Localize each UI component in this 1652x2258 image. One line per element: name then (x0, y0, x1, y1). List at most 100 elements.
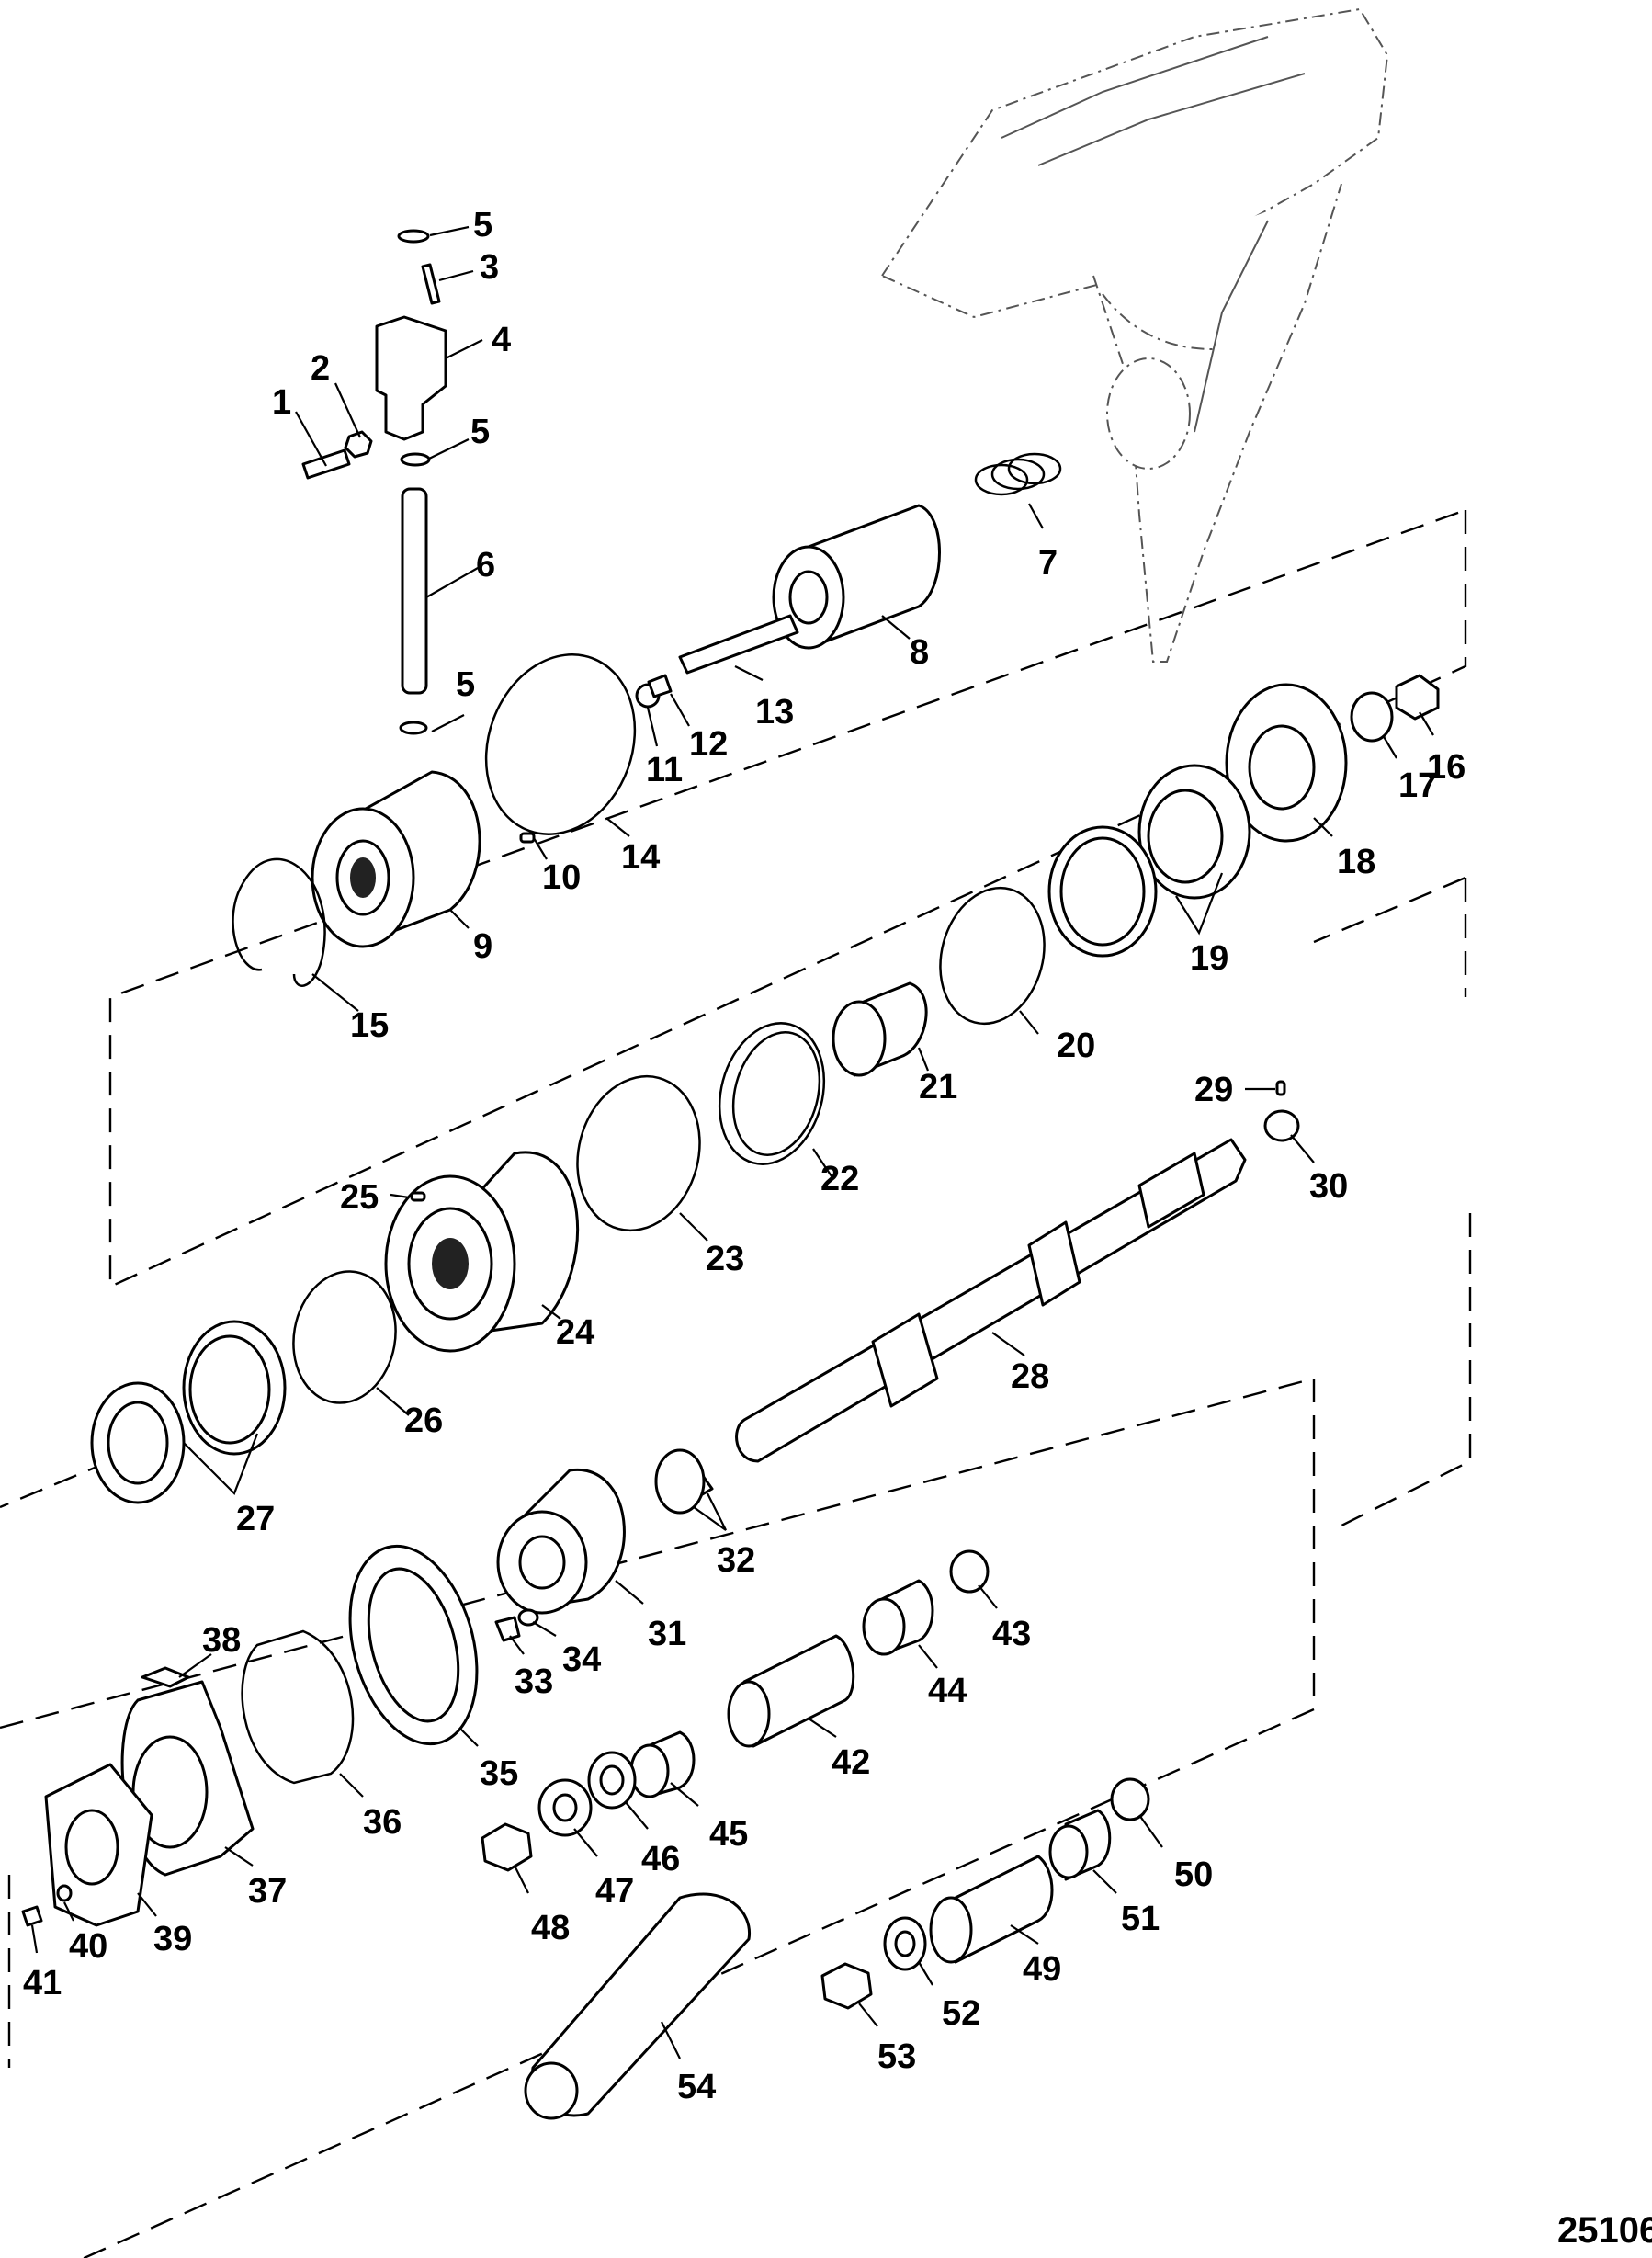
spring-30 (1263, 1109, 1300, 1142)
callout-33: 33 (515, 1662, 553, 1701)
figure-number: 25106 (1557, 2210, 1652, 2251)
callout-39: 39 (153, 1920, 192, 1958)
ring-50 (1110, 1777, 1150, 1821)
callout-5b: 5 (470, 413, 490, 451)
callout-27: 27 (236, 1500, 275, 1538)
callout-1: 1 (272, 383, 291, 422)
callout-31: 31 (648, 1615, 686, 1653)
callout-45: 45 (709, 1815, 748, 1854)
screw-41 (21, 1905, 43, 1927)
bushing-42 (742, 1634, 855, 1748)
middle-assembly-parts (90, 1022, 1300, 1504)
lower-assembly-parts (21, 1448, 1150, 2120)
callout-5c: 5 (456, 665, 475, 704)
callout-28: 28 (1011, 1357, 1049, 1396)
shift-block-4 (375, 315, 447, 441)
ring-22 (718, 1022, 826, 1165)
callout-5a: 5 (473, 206, 492, 244)
callout-6: 6 (476, 546, 495, 584)
ring-43 (949, 1549, 990, 1594)
callout-47: 47 (595, 1872, 634, 1911)
o-ring-5-top (397, 229, 430, 244)
callout-22: 22 (820, 1160, 859, 1198)
gasket-36 (241, 1629, 355, 1785)
seal-38 (141, 1666, 190, 1688)
callout-41: 41 (23, 1964, 62, 2003)
callout-labels: 5 3 4 1 2 5 6 7 8 5 13 11 12 14 10 9 15 … (23, 206, 1465, 2106)
callout-12: 12 (689, 725, 728, 764)
callout-46: 46 (641, 1840, 680, 1878)
shift-shaft-6 (401, 487, 428, 695)
o-ring-14 (484, 653, 637, 835)
retaining-ring-15 (242, 857, 326, 987)
o-ring-20 (939, 886, 1046, 1026)
callout-52: 52 (942, 1994, 980, 2033)
callout-14: 14 (621, 838, 660, 877)
callout-32: 32 (717, 1541, 755, 1580)
gearcase-housing-outline (880, 7, 1389, 663)
callout-34: 34 (562, 1640, 601, 1679)
callout-7: 7 (1038, 544, 1058, 583)
callout-10: 10 (542, 858, 581, 897)
callout-54: 54 (677, 2068, 716, 2106)
callout-8: 8 (910, 633, 929, 672)
pin-29 (1275, 1080, 1286, 1096)
callout-16: 16 (1427, 748, 1465, 787)
hub-49 (945, 1855, 1054, 1964)
callout-29: 29 (1194, 1071, 1233, 1109)
callout-50: 50 (1174, 1855, 1213, 1894)
callout-48: 48 (531, 1909, 570, 1947)
callout-18: 18 (1337, 843, 1375, 881)
shaft-13 (678, 614, 799, 675)
washer-17 (1350, 691, 1394, 743)
callout-37: 37 (248, 1872, 287, 1911)
o-ring-23 (576, 1074, 701, 1232)
callout-2: 2 (311, 349, 330, 388)
callout-30: 30 (1309, 1167, 1348, 1206)
callout-25: 25 (340, 1178, 379, 1217)
callout-38: 38 (202, 1621, 241, 1660)
screw-33 (494, 1616, 521, 1642)
callout-3: 3 (480, 248, 499, 287)
callout-44: 44 (928, 1672, 967, 1710)
seal-7a (974, 463, 1029, 496)
callout-36: 36 (363, 1803, 402, 1842)
pin-25 (410, 1191, 426, 1202)
shift-components (301, 229, 447, 735)
callout-19: 19 (1190, 939, 1228, 978)
leader-lines (30, 225, 1434, 2059)
o-ring-5-low (399, 721, 428, 735)
pin-10 (519, 832, 536, 844)
washer-40 (56, 1884, 73, 1902)
callout-11: 11 (646, 751, 683, 789)
o-ring-26 (292, 1270, 397, 1404)
callout-26: 26 (404, 1401, 443, 1440)
callout-43: 43 (992, 1615, 1031, 1653)
o-ring-5-mid (400, 452, 431, 467)
callout-23: 23 (706, 1240, 744, 1278)
screw-3 (421, 263, 441, 305)
callout-13: 13 (755, 693, 794, 732)
upper-assembly-parts (232, 452, 1440, 1077)
callout-35: 35 (480, 1754, 518, 1793)
callout-20: 20 (1057, 1027, 1095, 1065)
callout-51: 51 (1121, 1900, 1160, 1938)
nut-48 (481, 1822, 533, 1872)
spring-12 (647, 674, 673, 698)
callout-4: 4 (492, 321, 511, 359)
callout-9: 9 (473, 927, 492, 966)
callout-42: 42 (832, 1743, 870, 1782)
callout-40: 40 (69, 1927, 107, 1966)
callout-15: 15 (350, 1006, 389, 1045)
washer-34 (517, 1608, 539, 1627)
callout-49: 49 (1023, 1950, 1061, 1989)
nut-53 (820, 1962, 873, 2010)
nut-16 (1395, 674, 1440, 721)
propeller-shaft-28 (735, 1138, 1247, 1463)
assembly-group-outlines (0, 508, 1472, 2258)
callout-53: 53 (877, 2037, 916, 2076)
callout-24: 24 (556, 1313, 594, 1352)
callout-17: 17 (1398, 766, 1437, 805)
callout-21: 21 (919, 1068, 957, 1106)
